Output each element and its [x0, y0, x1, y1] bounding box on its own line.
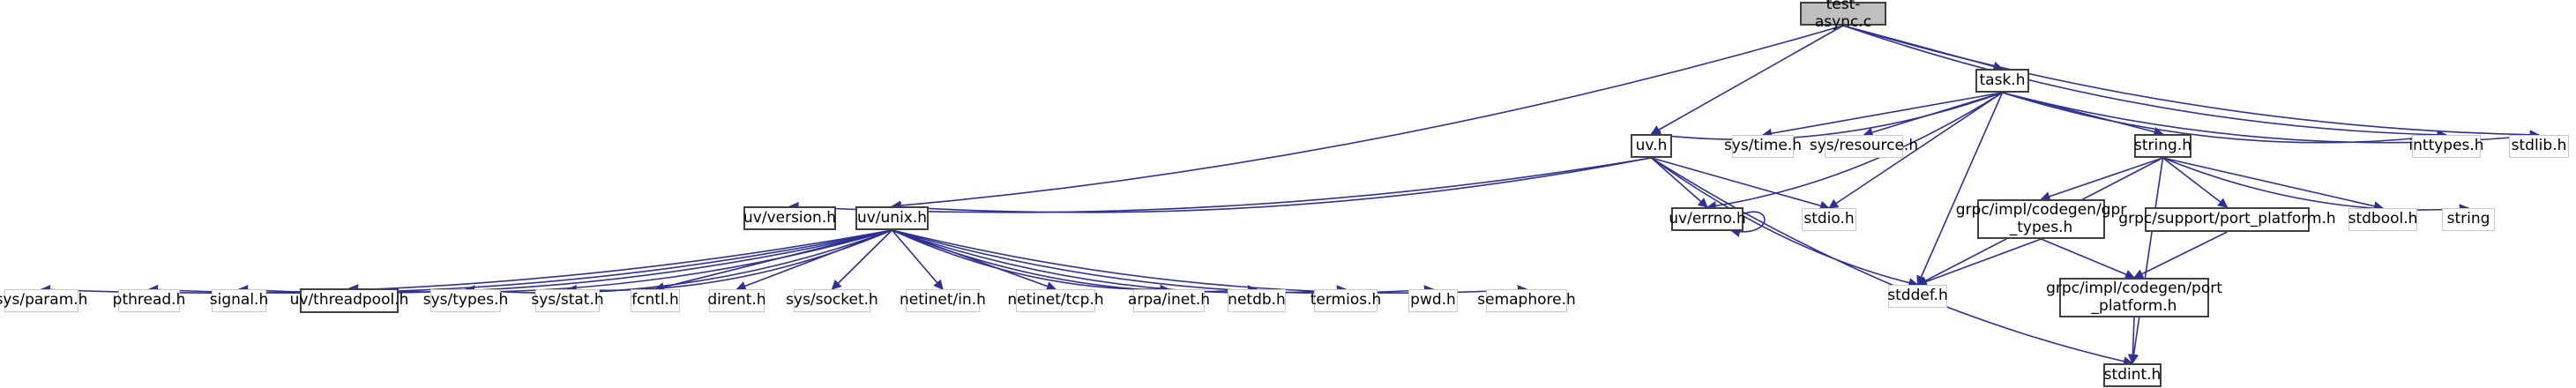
graph-node-pthread-h[interactable]: pthread.h	[113, 289, 185, 312]
graph-edge	[2041, 238, 2136, 280]
graph-node-test-async-c[interactable]: test-async.c	[1800, 0, 1886, 30]
graph-edge	[1916, 238, 2042, 287]
graph-edge	[2132, 231, 2228, 279]
graph-node-termios-h[interactable]: termios.h	[1310, 289, 1381, 312]
graph-node-grpc-impl-codegen-gpr-types-h[interactable]: grpc/impl/codegen/gpr _types.h	[1956, 199, 2126, 239]
graph-node-signal-h[interactable]: signal.h	[210, 289, 268, 312]
graph-edge	[2002, 92, 2448, 144]
graph-edge	[891, 229, 944, 290]
graph-edge	[1651, 157, 1919, 288]
graph-node-netdb-h[interactable]: netdb.h	[1228, 289, 1286, 312]
graph-edge	[1650, 25, 1844, 135]
graph-node-sys-types-h[interactable]: sys/types.h	[423, 289, 508, 312]
graph-edge	[2162, 157, 2229, 208]
graph-node-netinet-in-h[interactable]: netinet/in.h	[900, 289, 986, 312]
graph-node-uv-unix-h[interactable]: uv/unix.h	[855, 206, 929, 230]
graph-node-string-h[interactable]: string.h	[2134, 134, 2191, 158]
graph-edge	[891, 25, 1844, 211]
graph-edge	[735, 229, 892, 291]
graph-edge	[1842, 25, 2541, 140]
graph-node-stdbool-h[interactable]: stdbool.h	[2348, 208, 2417, 231]
graph-edge	[1863, 92, 2003, 138]
graph-node-stdlib-h[interactable]: stdlib.h	[2509, 135, 2569, 158]
graph-edge	[2128, 157, 2164, 365]
graph-node-grpc-impl-codegen-port-platform-h[interactable]: grpc/impl/codegen/port _platform.h	[2046, 278, 2222, 317]
graph-edge	[2040, 157, 2163, 202]
graph-edge	[1761, 92, 2003, 138]
graph-node-sys-socket-h[interactable]: sys/socket.h	[786, 289, 878, 312]
graph-node-uv-errno-h[interactable]: uv/errno.h	[1669, 207, 1746, 231]
graph-edge	[147, 229, 892, 295]
graph-edge	[831, 229, 893, 290]
graph-edge	[1651, 157, 2134, 367]
graph-node-netinet-tcp-h[interactable]: netinet/tcp.h	[1007, 289, 1104, 312]
graph-edge	[1706, 92, 2003, 212]
graph-edge	[653, 229, 892, 292]
graph-node-task-h[interactable]: task.h	[1975, 69, 2029, 93]
graph-edge	[892, 229, 1348, 295]
graph-edge	[1729, 211, 1766, 237]
graph-node-stddef-h[interactable]: stddef.h	[1887, 285, 1948, 308]
graph-node-stdio-h[interactable]: stdio.h	[1802, 208, 1856, 231]
graph-edge	[892, 229, 1258, 295]
graph-node-fcntl-h[interactable]: fcntl.h	[631, 289, 680, 312]
graph-node-stdint-h[interactable]: stdint.h	[2103, 363, 2162, 387]
graph-node-inttypes-h[interactable]: inttypes.h	[2408, 135, 2484, 158]
graph-node-arpa-inet-h[interactable]: arpa/inet.h	[1128, 289, 1210, 312]
graph-edge	[2162, 157, 2470, 214]
graph-edge	[1828, 92, 2003, 209]
graph-node-grpc-support-port-platform-h[interactable]: grpc/support/port_platform.h	[2118, 207, 2336, 232]
graph-edge	[892, 229, 1528, 295]
graph-node-sys-stat-h[interactable]: sys/stat.h	[531, 289, 604, 312]
graph-edge	[2127, 317, 2138, 365]
graph-edge	[1650, 92, 2003, 140]
graph-node-uv-version-h[interactable]: uv/version.h	[743, 206, 836, 230]
graph-node-semaphore-h[interactable]: semaphore.h	[1477, 289, 1576, 312]
graph-node-sys-param-h[interactable]: sys/param.h	[0, 289, 87, 312]
graph-node-pwd-h[interactable]: pwd.h	[1408, 289, 1458, 312]
graph-edge	[347, 229, 892, 295]
graph-node-sys-resource-h[interactable]: sys/resource.h	[1810, 135, 1918, 158]
graph-edge	[1916, 92, 2004, 287]
graph-edge	[2162, 157, 2385, 212]
graph-node-dirent-h[interactable]: dirent.h	[707, 289, 766, 312]
graph-edge	[1842, 25, 2448, 140]
graph-edge	[1651, 157, 1831, 211]
graph-edge	[1650, 157, 1708, 208]
graph-node-string[interactable]: string	[2442, 208, 2495, 231]
graph-node-uv-h[interactable]: uv.h	[1631, 134, 1672, 158]
graph-edge	[891, 157, 1652, 213]
graph-node-sys-time-h[interactable]: sys/time.h	[1724, 135, 1802, 158]
graph-node-uv-threadpool-h[interactable]: uv/threadpool.h	[290, 288, 408, 313]
